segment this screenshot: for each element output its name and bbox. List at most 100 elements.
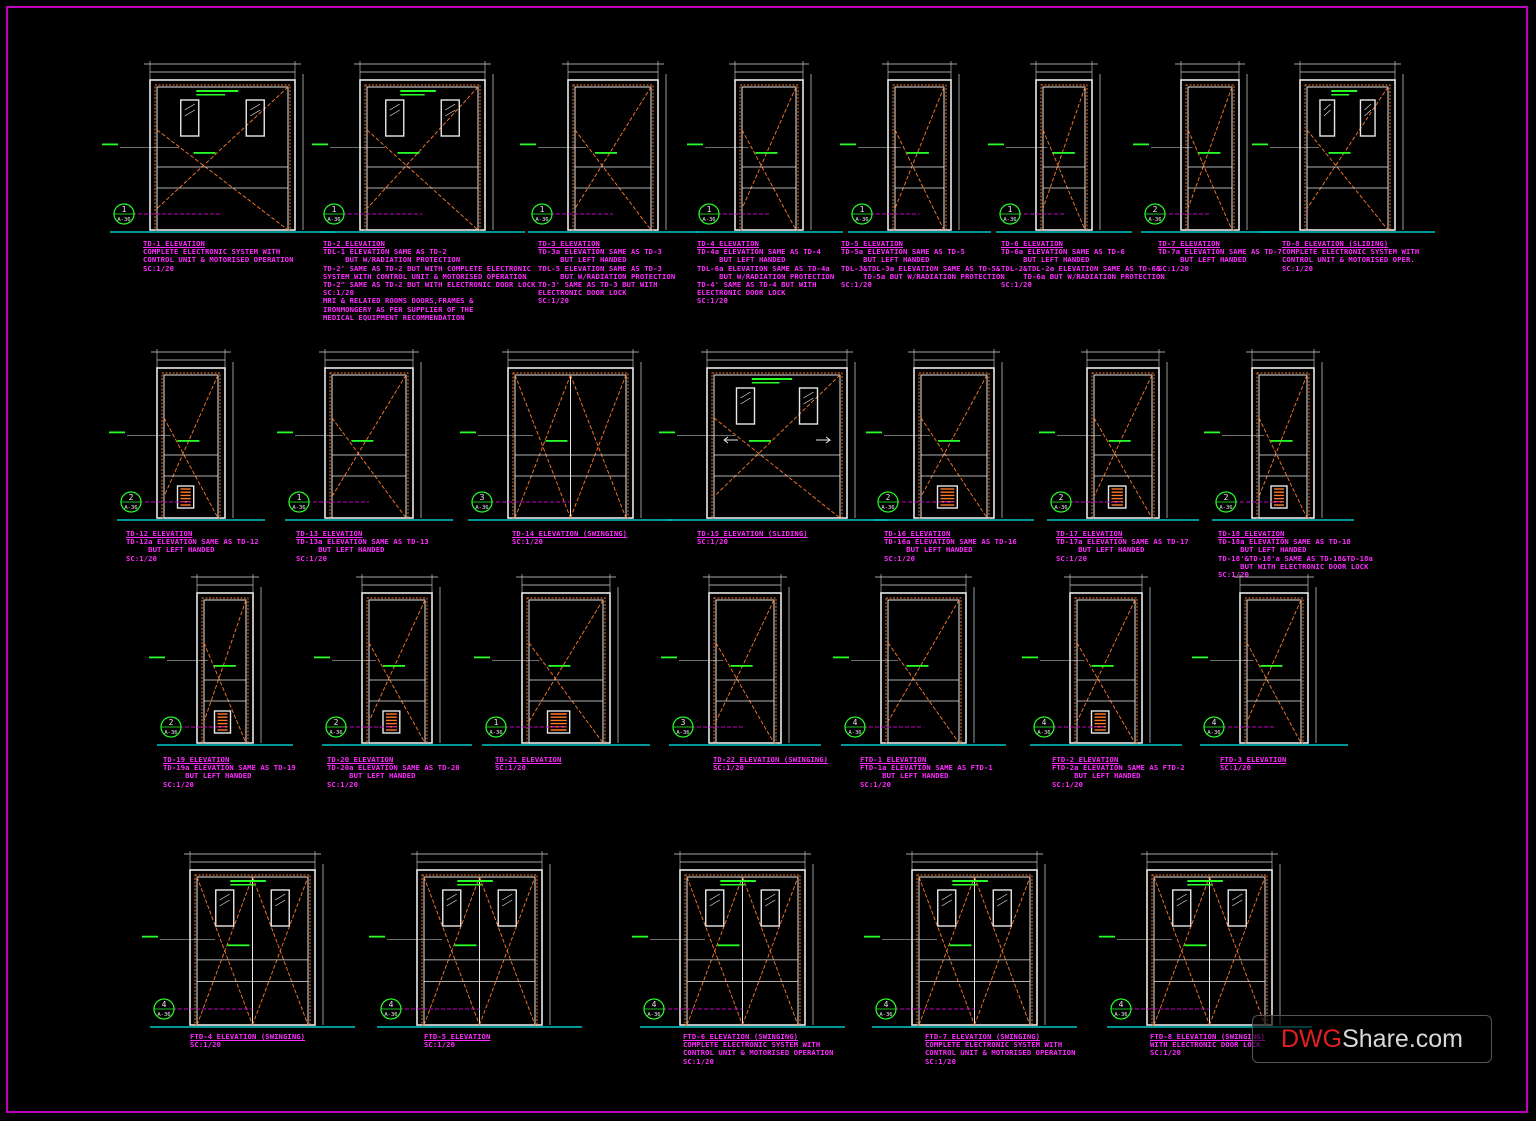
note-mark: [545, 440, 568, 442]
glass-mark: [184, 103, 195, 111]
swing-line: [1306, 129, 1389, 231]
door-leaf: [1076, 599, 1136, 744]
note-mark: [755, 152, 778, 154]
note-mark: [938, 440, 960, 442]
glass-mark: [740, 391, 751, 399]
vision-panel: [1227, 889, 1247, 927]
swing-line: [574, 129, 652, 231]
caption-line: BUT LEFT HANDED: [1218, 545, 1307, 555]
swing-line: [514, 374, 571, 519]
section-marker-sheet: A-36: [329, 730, 342, 736]
swing-line: [1093, 417, 1153, 519]
section-marker-number: 2: [1224, 493, 1229, 502]
door-leaf: [1258, 374, 1308, 519]
caption-line: ELECTRONIC DOOR LOCK: [538, 288, 627, 298]
glass-mark: [275, 893, 286, 901]
caption-line: BUT LEFT HANDED: [884, 545, 973, 555]
section-marker-sheet: A-36: [848, 730, 861, 736]
note-mark: [1331, 94, 1350, 96]
vision-panel: [992, 889, 1012, 927]
swing-line: [1187, 86, 1233, 209]
glass-mark: [803, 391, 814, 399]
caption-line: BUT LEFT HANDED: [538, 255, 627, 265]
swing-line: [1042, 129, 1086, 231]
caption-line: SC:1/20: [296, 553, 327, 563]
section-marker-sheet: A-36: [879, 1012, 892, 1018]
caption-line: BUT LEFT HANDED: [126, 545, 215, 555]
note-mark: [1091, 665, 1114, 667]
caption-line: SC:1/20: [495, 763, 526, 773]
caption-line: SC:1/20: [323, 288, 354, 298]
caption-line: BUT LEFT HANDED: [163, 771, 252, 781]
note-mark: [1187, 880, 1223, 882]
caption-line: TD-6a ELEVATION SAME AS TD-6: [1001, 247, 1125, 257]
caption-line: BUT LEFT HANDED: [841, 255, 930, 265]
swing-line: [715, 599, 775, 722]
note-mark: [457, 880, 493, 882]
section-marker-number: 4: [652, 1000, 657, 1009]
caption-line: TD-12a ELEVATION SAME AS TD-12: [126, 537, 259, 547]
note-mark: [720, 884, 745, 886]
section-marker-number: 3: [681, 718, 686, 727]
section-marker-sheet: A-36: [1207, 730, 1220, 736]
swing-line: [196, 876, 253, 1026]
caption-line: TD-20 ELEVATION: [327, 755, 394, 764]
section-marker-number: 1: [332, 205, 337, 214]
glass-mark: [997, 893, 1008, 901]
section-marker-sheet: A-36: [855, 217, 868, 223]
swing-line: [1258, 417, 1308, 519]
note-mark: [1252, 143, 1268, 146]
swing-line: [920, 417, 988, 519]
note-mark: [1270, 440, 1293, 442]
door-frame-inner: [572, 84, 654, 231]
glass-mark: [1176, 899, 1187, 907]
vision-panel: [440, 99, 460, 137]
section-marker-sheet: A-36: [117, 217, 130, 223]
section-marker-sheet: A-36: [1003, 217, 1016, 223]
caption-line: FTD-4 ELEVATION (SWINGING): [190, 1032, 306, 1041]
section-marker-sheet: A-36: [1219, 505, 1232, 511]
glass-mark: [765, 893, 776, 901]
caption-line: TD-5a ELEVATION SAME AS TD-5: [841, 247, 965, 257]
section-marker-number: 1: [1008, 205, 1013, 214]
caption-line: TD-6 ELEVATION: [1001, 239, 1063, 248]
glass-mark: [709, 893, 720, 901]
note-mark: [314, 656, 330, 659]
caption-line: TD-21 ELEVATION: [495, 755, 562, 764]
door-leaf: [331, 374, 407, 519]
caption-line: TD-3 ELEVATION: [538, 239, 600, 248]
swing-line: [1209, 876, 1266, 1026]
note-mark: [1260, 665, 1283, 667]
caption-line: TD-18'&TD-18'a SAME AS TD-18&TD-18a: [1218, 553, 1373, 563]
swing-line: [366, 129, 479, 231]
caption-line: TDL-5 ELEVATION SAME AS TD-3: [538, 263, 662, 273]
caption-line: SC:1/20: [1220, 763, 1251, 773]
swing-line: [686, 876, 743, 1026]
caption-line: SC:1/20: [697, 296, 728, 306]
caption-line: BUT LEFT HANDED: [860, 771, 949, 781]
door-caption-td14: TD-14 ELEVATION (SWINGING)SC:1/20: [512, 529, 627, 546]
swing-line: [713, 417, 841, 519]
swing-line: [252, 876, 309, 1026]
note-mark: [906, 665, 929, 667]
caption-line: TD-4' SAME AS TD-4 BUT WITH: [697, 280, 817, 290]
watermark-dwg: DWG: [1280, 1024, 1343, 1053]
swing-line: [570, 374, 627, 519]
section-marker-number: 4: [1212, 718, 1217, 727]
glass-mark: [1323, 109, 1331, 117]
door-leaf: [156, 86, 289, 231]
note-mark: [196, 94, 226, 96]
swing-line: [918, 876, 975, 1026]
section-marker-sheet: A-36: [327, 217, 340, 223]
section-marker-sheet: A-36: [475, 505, 488, 511]
glass-mark: [445, 109, 456, 117]
swing-line: [479, 876, 536, 1026]
swing-line: [974, 876, 1031, 1026]
section-marker-number: 2: [169, 718, 174, 727]
caption-line: TD-2' SAME AS TD-2 BUT WITH COMPLETE ELE…: [323, 263, 532, 273]
section-marker-number: 2: [1059, 493, 1064, 502]
vision-panel: [180, 99, 200, 137]
section-marker-number: 1: [297, 493, 302, 502]
